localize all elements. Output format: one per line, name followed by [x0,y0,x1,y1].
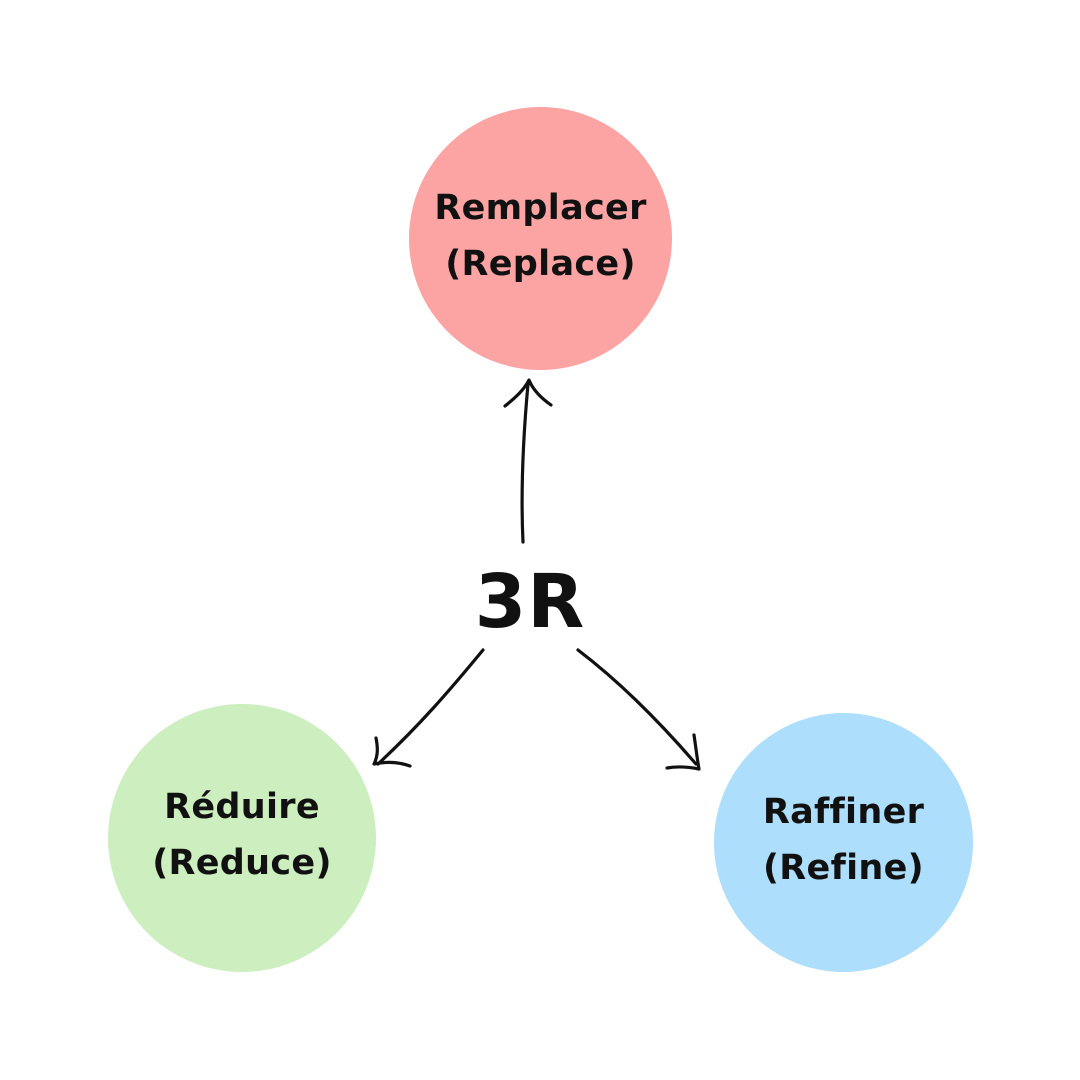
arrow-head-replace [503,378,553,408]
refine-node: Raffiner (Refine) [714,713,973,972]
reduce-label: Réduire [164,787,320,827]
refine-label: Raffiner [762,791,925,832]
refine-translation: (Refine) [763,847,924,888]
center-title: 3R [474,559,586,645]
arrow-head-reduce [372,736,412,768]
arrow-head-refine [665,733,701,771]
arrow-to-replace [503,378,553,544]
arrow-shaft-reduce [376,648,485,766]
replace-node: Remplacer (Replace) [409,107,672,370]
arrow-to-reduce [372,648,485,768]
replace-translation: (Replace) [445,243,636,284]
replace-label: Remplacer [434,187,647,228]
arrow-to-refine [576,648,701,771]
reduce-translation: (Reduce) [152,843,332,883]
reduce-node: Réduire (Reduce) [108,704,376,972]
arrow-shaft-refine [576,648,698,766]
arrow-shaft-replace [520,382,530,544]
